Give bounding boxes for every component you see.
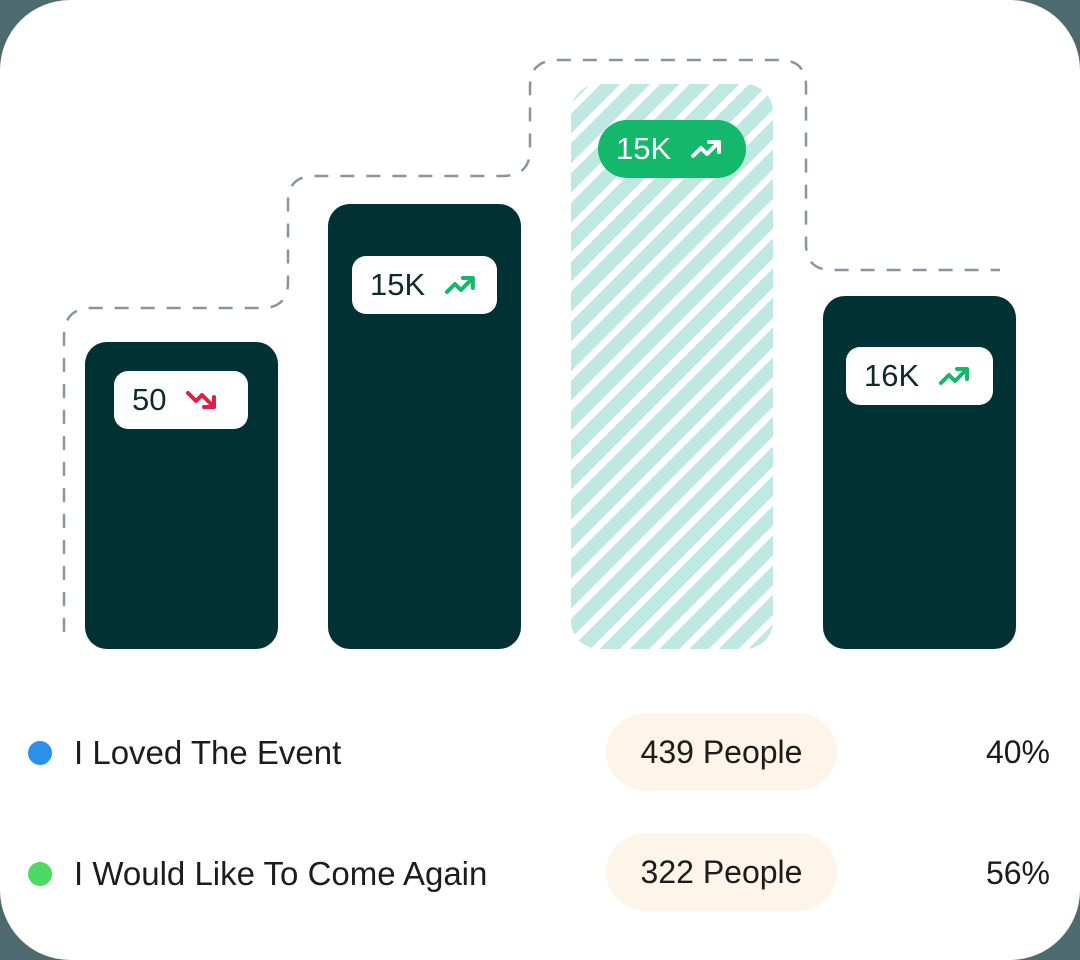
dashed-step-outline: [62, 58, 1000, 632]
bar-3-value: 15K: [616, 131, 672, 166]
trend-up-icon: [445, 276, 476, 294]
bar-1-value: 50: [132, 382, 167, 417]
chart-stage: 50 15K 15K 16K I Loved The Event: [0, 58, 1080, 911]
trend-up-icon: [691, 140, 722, 158]
legend-row-come-again: I Would Like To Come Again 322 People 56…: [0, 833, 1080, 913]
bar-4-value: 16K: [864, 358, 920, 393]
legend-label: I Loved The Event: [74, 734, 342, 771]
legend-percent: 40%: [985, 734, 1050, 770]
legend-label: I Would Like To Come Again: [74, 855, 488, 892]
legend-percent: 56%: [985, 855, 1050, 891]
trend-up-icon: [939, 367, 970, 385]
bar-3-highlighted[interactable]: [571, 84, 773, 649]
bar-2-value-badge: 15K: [352, 256, 497, 314]
bar-4-value-badge: 16K: [846, 347, 993, 405]
legend-row-loved-event: I Loved The Event 439 People 40%: [0, 713, 1080, 793]
legend-dot-blue-icon: [28, 741, 52, 765]
trend-down-icon: [186, 391, 217, 409]
legend-count-pill: 322 People: [606, 833, 837, 911]
bar-3-value-badge: 15K: [598, 120, 746, 178]
legend-count-pill: 439 People: [606, 713, 837, 791]
bar-2-value: 15K: [370, 267, 426, 302]
legend-dot-green-icon: [28, 862, 52, 886]
bar-1-value-badge: 50: [114, 371, 248, 429]
